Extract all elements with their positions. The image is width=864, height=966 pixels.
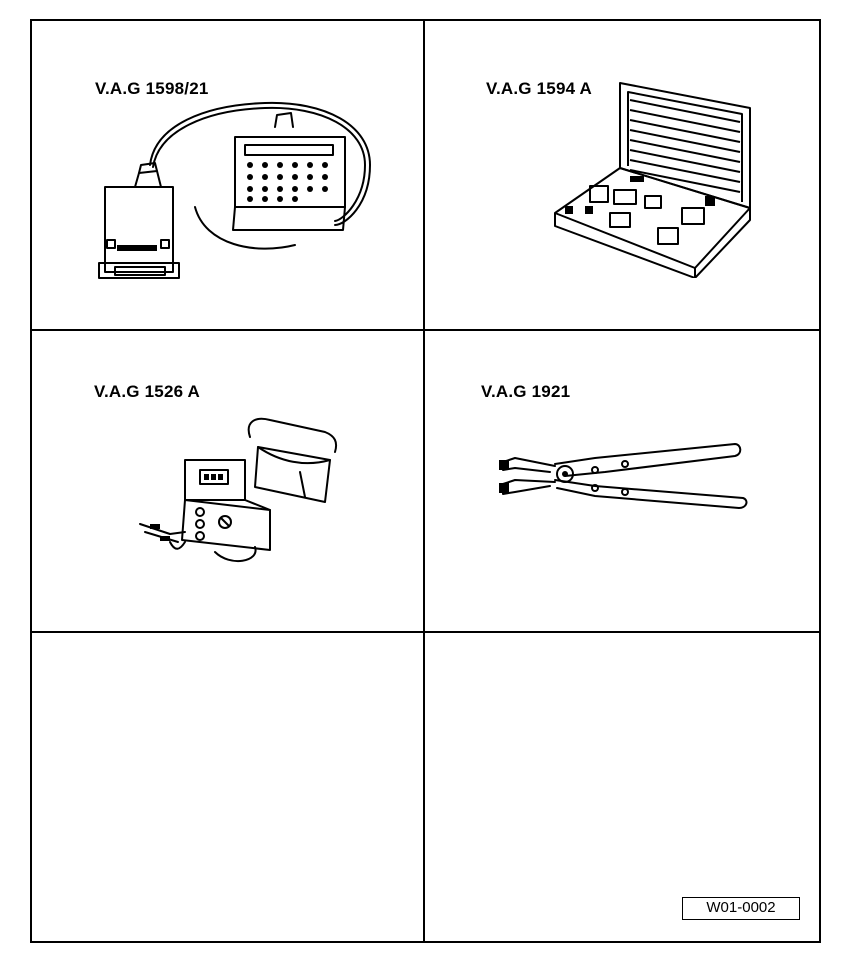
multimeter-illustration <box>139 417 338 563</box>
tool-label-1921: V.A.G 1921 <box>481 382 571 401</box>
breakout-box-illustration <box>98 101 371 279</box>
tool-label-1598-21: V.A.G 1598/21 <box>95 79 209 98</box>
hose-clip-pliers-illustration <box>499 443 748 509</box>
reference-code: W01-0002 <box>682 897 800 920</box>
adapter-case-illustration <box>554 82 751 278</box>
outer-border <box>30 19 821 943</box>
tool-label-1526-a: V.A.G 1526 A <box>94 382 201 401</box>
tool-label-1594-a: V.A.G 1594 A <box>486 79 593 98</box>
